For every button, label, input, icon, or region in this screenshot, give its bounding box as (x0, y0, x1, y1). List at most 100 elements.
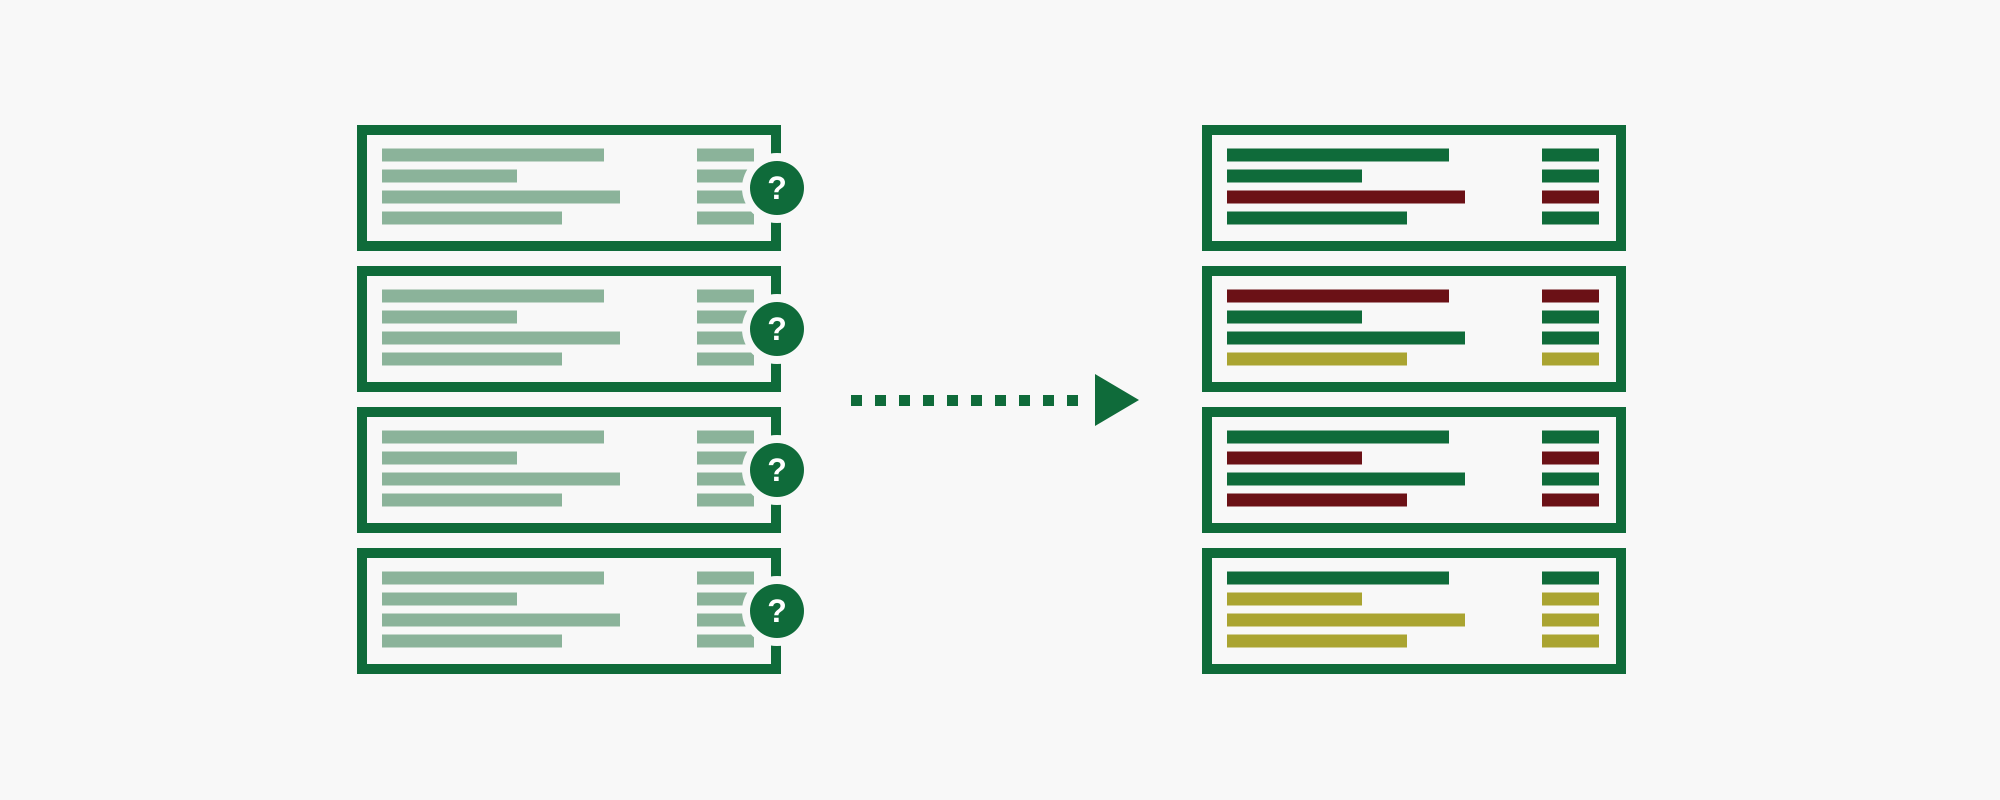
record-frame (357, 125, 781, 251)
badge-circle (750, 584, 804, 638)
record-frame (1202, 548, 1626, 674)
unvalidated-records: ???? (357, 125, 812, 674)
record-value-bar-ok (1542, 430, 1599, 444)
arrow-dot (899, 395, 910, 406)
record-field-bar (382, 352, 562, 366)
badge-glyph: ? (767, 593, 787, 629)
record-frame (357, 548, 781, 674)
badge-glyph: ? (767, 311, 787, 347)
question-mark-icon: ? (750, 161, 804, 215)
record-field-bar-error (1227, 493, 1407, 507)
unvalidated-record: ? (357, 407, 812, 533)
record-value-bar-warning (1542, 613, 1599, 627)
record-field-bar (382, 190, 620, 204)
record-field-bar-ok (1227, 169, 1362, 183)
record-value-bar-error (1542, 493, 1599, 507)
arrow-dot (1067, 395, 1078, 406)
record-value-bar-ok (1542, 331, 1599, 345)
arrow-dot (1043, 395, 1054, 406)
arrow-head (1095, 374, 1139, 426)
badge-glyph: ? (767, 452, 787, 488)
record-field-bar-ok (1227, 211, 1407, 225)
record-value-bar-ok (1542, 571, 1599, 585)
record-value-bar (697, 310, 754, 324)
arrow-dot (1019, 395, 1030, 406)
record-value-bar (697, 451, 754, 465)
record-value-bar (697, 169, 754, 183)
record-field-bar-warning (1227, 352, 1407, 366)
arrow-dots (851, 395, 1078, 406)
badge-glyph: ? (767, 170, 787, 206)
record-field-bar (382, 451, 517, 465)
record-field-bar (382, 493, 562, 507)
record-field-bar (382, 310, 517, 324)
record-value-bar (697, 190, 754, 204)
record-field-bar-error (1227, 289, 1449, 303)
record-field-bar-ok (1227, 148, 1449, 162)
record-field-bar (382, 472, 620, 486)
record-value-bar (697, 571, 754, 585)
record-field-bar (382, 169, 517, 183)
record-value-bar (697, 148, 754, 162)
record-value-bar-ok (1542, 211, 1599, 225)
record-field-bar-ok (1227, 310, 1362, 324)
validated-record (1202, 266, 1626, 392)
record-field-bar (382, 592, 517, 606)
record-value-bar-ok (1542, 472, 1599, 486)
record-value-bar (697, 613, 754, 627)
record-field-bar-warning (1227, 592, 1362, 606)
record-field-bar-warning (1227, 634, 1407, 648)
record-value-bar (697, 211, 754, 225)
arrow-dot (923, 395, 934, 406)
badge-circle (750, 443, 804, 497)
unvalidated-record: ? (357, 548, 812, 674)
record-value-bar (697, 592, 754, 606)
record-field-bar (382, 331, 620, 345)
unvalidated-record: ? (357, 125, 812, 251)
record-value-bar (697, 472, 754, 486)
record-value-bar (697, 634, 754, 648)
record-field-bar (382, 571, 604, 585)
record-field-bar (382, 634, 562, 648)
validated-record (1202, 125, 1626, 251)
record-field-bar-ok (1227, 430, 1449, 444)
arrow-dot (947, 395, 958, 406)
validated-record (1202, 548, 1626, 674)
record-field-bar-ok (1227, 472, 1465, 486)
record-value-bar-warning (1542, 352, 1599, 366)
record-field-bar (382, 211, 562, 225)
record-field-bar-error (1227, 451, 1362, 465)
transform-arrow (851, 374, 1139, 426)
record-value-bar-error (1542, 451, 1599, 465)
record-field-bar (382, 289, 604, 303)
arrow-dot (875, 395, 886, 406)
question-mark-icon: ? (750, 302, 804, 356)
arrow-dot (995, 395, 1006, 406)
record-frame (1202, 266, 1626, 392)
record-field-bar-ok (1227, 331, 1465, 345)
record-frame (1202, 407, 1626, 533)
record-value-bar-ok (1542, 310, 1599, 324)
badge-circle (750, 161, 804, 215)
unvalidated-record: ? (357, 266, 812, 392)
record-value-bar-error (1542, 190, 1599, 204)
question-mark-icon: ? (750, 584, 804, 638)
record-value-bar (697, 289, 754, 303)
record-field-bar (382, 613, 620, 627)
validated-record (1202, 407, 1626, 533)
record-field-bar (382, 148, 604, 162)
record-value-bar-warning (1542, 592, 1599, 606)
record-value-bar (697, 430, 754, 444)
record-field-bar-warning (1227, 613, 1465, 627)
record-value-bar (697, 493, 754, 507)
record-value-bar-error (1542, 289, 1599, 303)
validated-records (1202, 125, 1626, 674)
badge-circle (750, 302, 804, 356)
record-frame (357, 266, 781, 392)
record-value-bar-ok (1542, 169, 1599, 183)
record-frame (1202, 125, 1626, 251)
record-value-bar-warning (1542, 634, 1599, 648)
record-field-bar (382, 430, 604, 444)
record-value-bar-ok (1542, 148, 1599, 162)
